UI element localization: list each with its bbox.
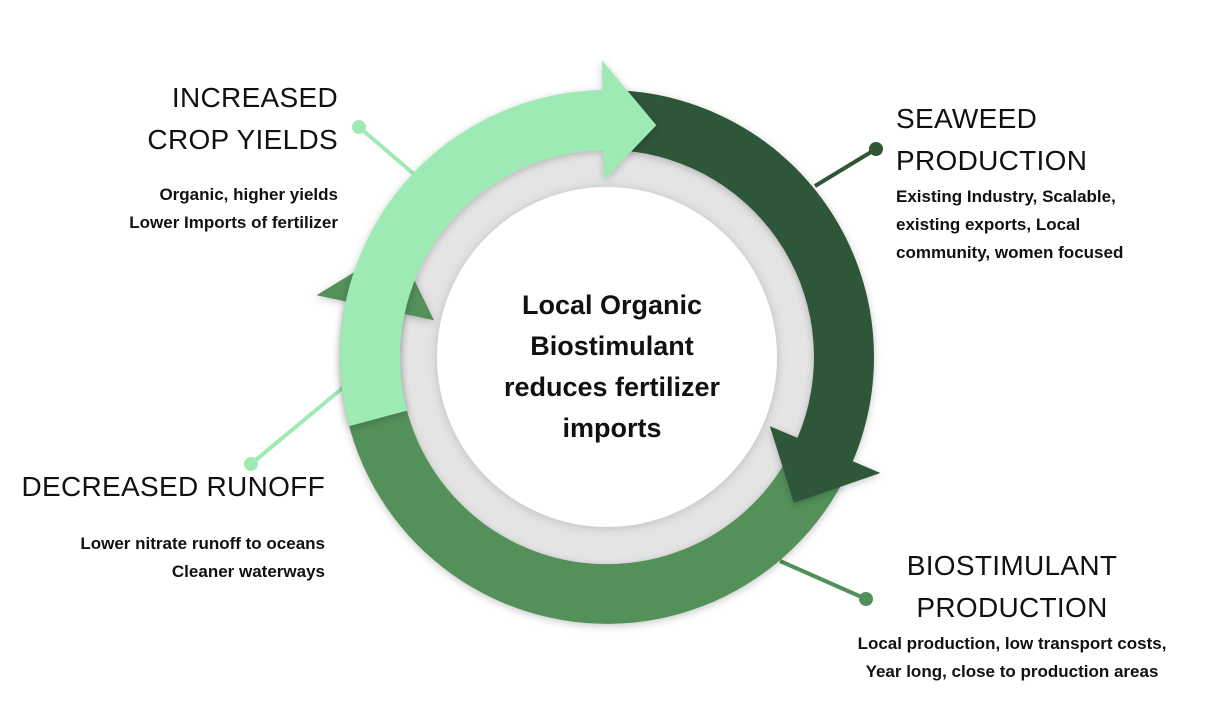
title-line: SEAWEED [896, 103, 1038, 134]
desc-line: Year long, close to production areas [865, 662, 1159, 681]
desc-line: Existing Industry, Scalable, [896, 187, 1116, 206]
center-line: Biostimulant [530, 331, 694, 361]
biostimulant-description: Local production, low transport costs, Y… [812, 630, 1212, 686]
connector-seaweed [813, 142, 883, 188]
seaweed-title: SEAWEED PRODUCTION [896, 98, 1196, 182]
arrow-biostimulant [316, 245, 843, 624]
biostimulant-title: BIOSTIMULANT PRODUCTION [862, 545, 1162, 629]
title-line: BIOSTIMULANT [906, 550, 1118, 581]
desc-line: Local production, low transport costs, [857, 634, 1167, 653]
arrow-seaweed [621, 90, 881, 503]
center-disc [437, 187, 777, 527]
desc-line: Organic, higher yields [159, 185, 338, 204]
title-line: INCREASED [171, 82, 338, 113]
desc-line: Lower nitrate runoff to oceans [80, 534, 325, 553]
crop-yields-description: Organic, higher yields Lower Imports of … [40, 181, 338, 237]
seaweed-description: Existing Industry, Scalable, existing ex… [896, 183, 1216, 267]
desc-line: existing exports, Local [896, 215, 1081, 234]
title-line: PRODUCTION [916, 592, 1108, 623]
desc-line: community, women focused [896, 243, 1124, 262]
runoff-title: DECREASED RUNOFF [20, 466, 325, 508]
center-line: Local Organic [521, 290, 703, 320]
connector-biostimulant [779, 559, 873, 606]
title-line: CROP YIELDS [147, 124, 338, 155]
crop-yields-title: INCREASED CROP YIELDS [60, 77, 338, 161]
center-label: Local Organic Biostimulant reduces ferti… [467, 285, 757, 449]
connector-runoff [244, 384, 347, 471]
title-line: DECREASED RUNOFF [21, 471, 325, 502]
runoff-description: Lower nitrate runoff to oceans Cleaner w… [20, 530, 325, 586]
arrow-crop-yields [339, 60, 657, 427]
desc-line: Cleaner waterways [171, 562, 325, 581]
connector-crop-yields [352, 120, 417, 177]
center-line: imports [562, 413, 662, 443]
title-line: PRODUCTION [896, 145, 1088, 176]
center-line: reduces fertilizer [503, 372, 721, 402]
desc-line: Lower Imports of fertilizer [129, 213, 338, 232]
